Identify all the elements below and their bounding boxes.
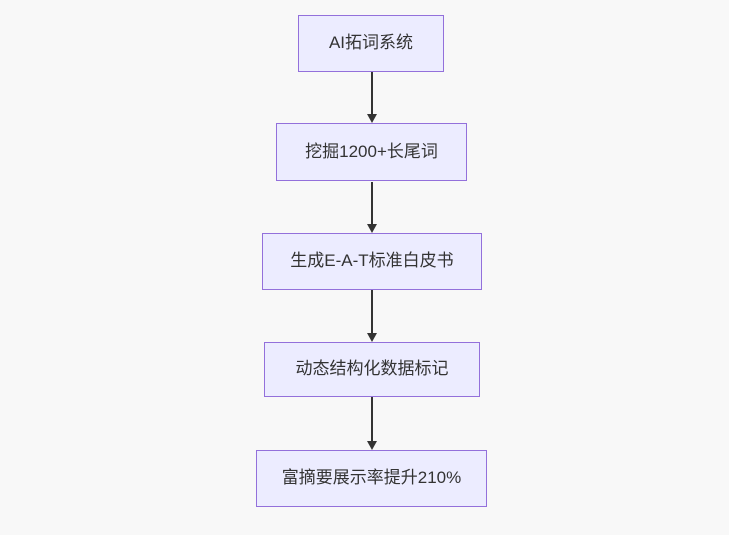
flow-node-label: 动态结构化数据标记 xyxy=(295,359,449,379)
flow-node-label: 挖掘1200+长尾词 xyxy=(305,141,438,161)
flow-edge-4 xyxy=(365,397,378,450)
flow-node-ai-keyword-system: AI拓词系统 xyxy=(298,15,444,72)
arrowhead-down-icon xyxy=(366,333,377,342)
edge-line xyxy=(370,72,373,114)
flow-node-label: 富摘要展示率提升210% xyxy=(281,468,462,488)
flow-edge-3 xyxy=(365,290,378,342)
edge-line xyxy=(370,182,373,224)
flow-edge-1 xyxy=(365,72,378,123)
edge-line xyxy=(370,290,373,333)
arrowhead-down-icon xyxy=(366,441,377,450)
edge-line xyxy=(370,397,373,441)
flow-node-rich-snippet-result: 富摘要展示率提升210% xyxy=(256,450,487,507)
flow-node-label: 生成E-A-T标准白皮书 xyxy=(290,251,454,271)
arrowhead-down-icon xyxy=(366,224,377,233)
arrowhead-down-icon xyxy=(366,114,377,123)
flow-node-eat-whitepaper: 生成E-A-T标准白皮书 xyxy=(262,233,482,290)
flow-edge-2 xyxy=(365,182,378,233)
flow-node-label: AI拓词系统 xyxy=(328,33,414,53)
flow-node-longtail-mining: 挖掘1200+长尾词 xyxy=(276,123,467,181)
flow-node-structured-data-markup: 动态结构化数据标记 xyxy=(264,342,480,397)
